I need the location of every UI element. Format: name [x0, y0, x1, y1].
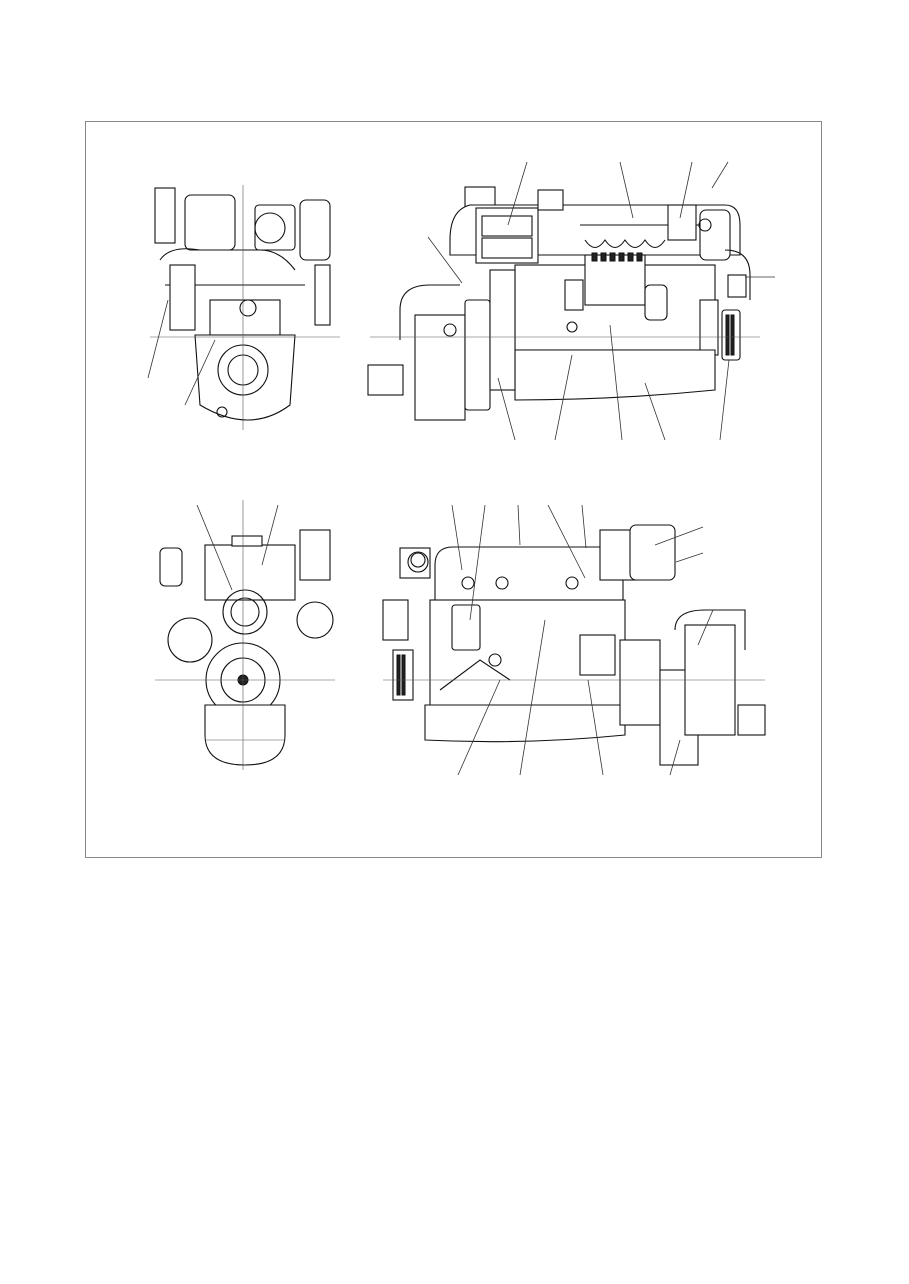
- figure-frame: [85, 121, 822, 858]
- rear-view-drawing: [155, 500, 335, 770]
- side-view-left-drawing: [382, 524, 766, 766]
- side-view-right-drawing: [367, 186, 760, 421]
- front-view-drawing: [150, 185, 340, 430]
- callout-leader-lines: [147, 161, 775, 776]
